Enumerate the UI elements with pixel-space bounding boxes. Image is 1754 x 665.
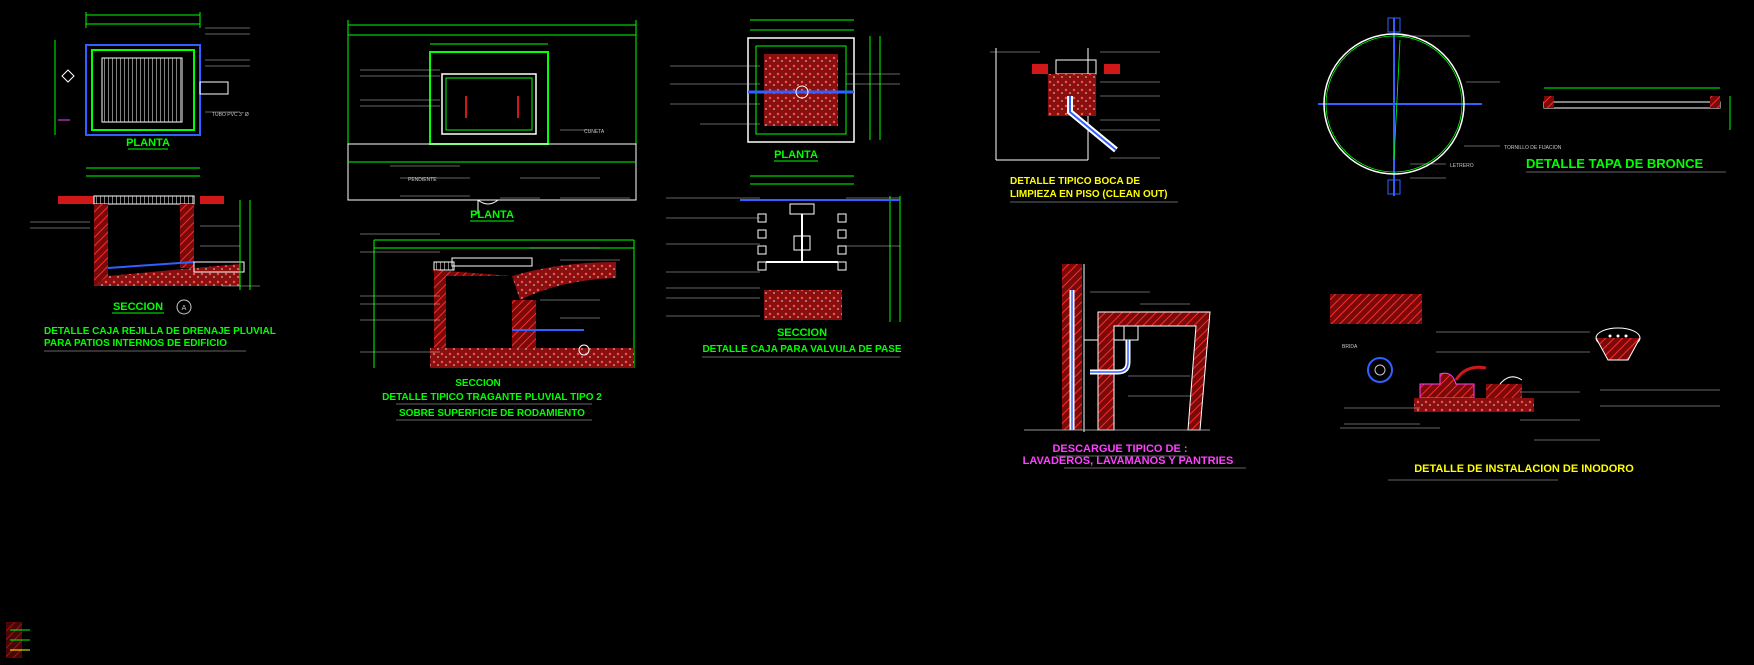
tragante-section-title: SECCION <box>455 378 501 389</box>
tapa-letrero-callout: LETRERO <box>1450 163 1474 169</box>
cleanout-title-line1: DETALLE TIPICO BOCA DE <box>1010 176 1140 187</box>
descargue-title-line2: LAVADEROS, LAVAMANOS Y PANTRIES <box>1023 455 1234 467</box>
detail-tapa-bronce: LETRERO TORNILLO DE FIJACION DETALLE TAP… <box>1318 17 1731 196</box>
reja-section-drawing <box>30 167 260 290</box>
plan-box <box>58 44 229 136</box>
tragante-title-line1: DETALLE TIPICO TRAGANTE PLUVIAL TIPO 2 <box>382 392 602 403</box>
reja-pipe-callout: TUBO PVC 3" Ø <box>212 112 249 118</box>
valvula-title: DETALLE CAJA PARA VALVULA DE PASE <box>702 344 901 355</box>
detail-caja-rejilla: TUBO PVC 3" Ø PLANTA SECCION A <box>30 12 276 352</box>
valvula-section-title: SECCION <box>777 327 827 339</box>
cleanout-title-line2: LIMPIEZA EN PISO (CLEAN OUT) <box>1010 189 1167 200</box>
tragante-plan-title: PLANTA <box>470 209 514 221</box>
reja-title-line2: PARA PATIOS INTERNOS DE EDIFICIO <box>44 338 227 349</box>
tragante-cuneta-callout: CUNETA <box>584 129 605 135</box>
detail-clean-out: DETALLE TIPICO BOCA DE LIMPIEZA EN PISO … <box>990 48 1178 203</box>
plan-callouts <box>205 27 250 113</box>
reja-section-title: SECCION <box>113 301 163 313</box>
section-marker <box>176 299 192 315</box>
detail-descargue: DESCARGUE TIPICO DE : LAVADEROS, LAVAMAN… <box>1023 264 1246 469</box>
reja-plan-title: PLANTA <box>126 137 170 149</box>
detail-valvula-pase: PLANTA <box>666 19 902 358</box>
inodoro-title: DETALLE DE INSTALACION DE INODORO <box>1414 463 1634 475</box>
ucs-origin-icon <box>6 622 30 658</box>
tapa-title: DETALLE TAPA DE BRONCE <box>1526 156 1704 171</box>
detail-tragante-pluvial: CUNETA PENDIENTE PLANTA <box>347 20 637 421</box>
valvula-section-drawing <box>666 175 901 322</box>
inodoro-brida-callout: BRIDA <box>1342 344 1358 350</box>
section-marker-label: A <box>182 305 187 312</box>
valvula-plan-title: PLANTA <box>774 149 818 161</box>
reja-title-line1: DETALLE CAJA REJILLA DE DRENAJE PLUVIAL <box>44 326 276 337</box>
tragante-section-drawing <box>360 233 635 368</box>
tragante-title-line2: SOBRE SUPERFICIE DE RODAMIENTO <box>399 408 585 419</box>
tragante-pendiente-callout: PENDIENTE <box>408 177 437 183</box>
descargue-title-line1: DESCARGUE TIPICO DE : <box>1052 443 1187 455</box>
detail-inodoro: BRIDA DETALLE DE INSTALACION DE INODORO <box>1330 294 1720 481</box>
tapa-tornillo-callout: TORNILLO DE FIJACION <box>1504 145 1562 151</box>
